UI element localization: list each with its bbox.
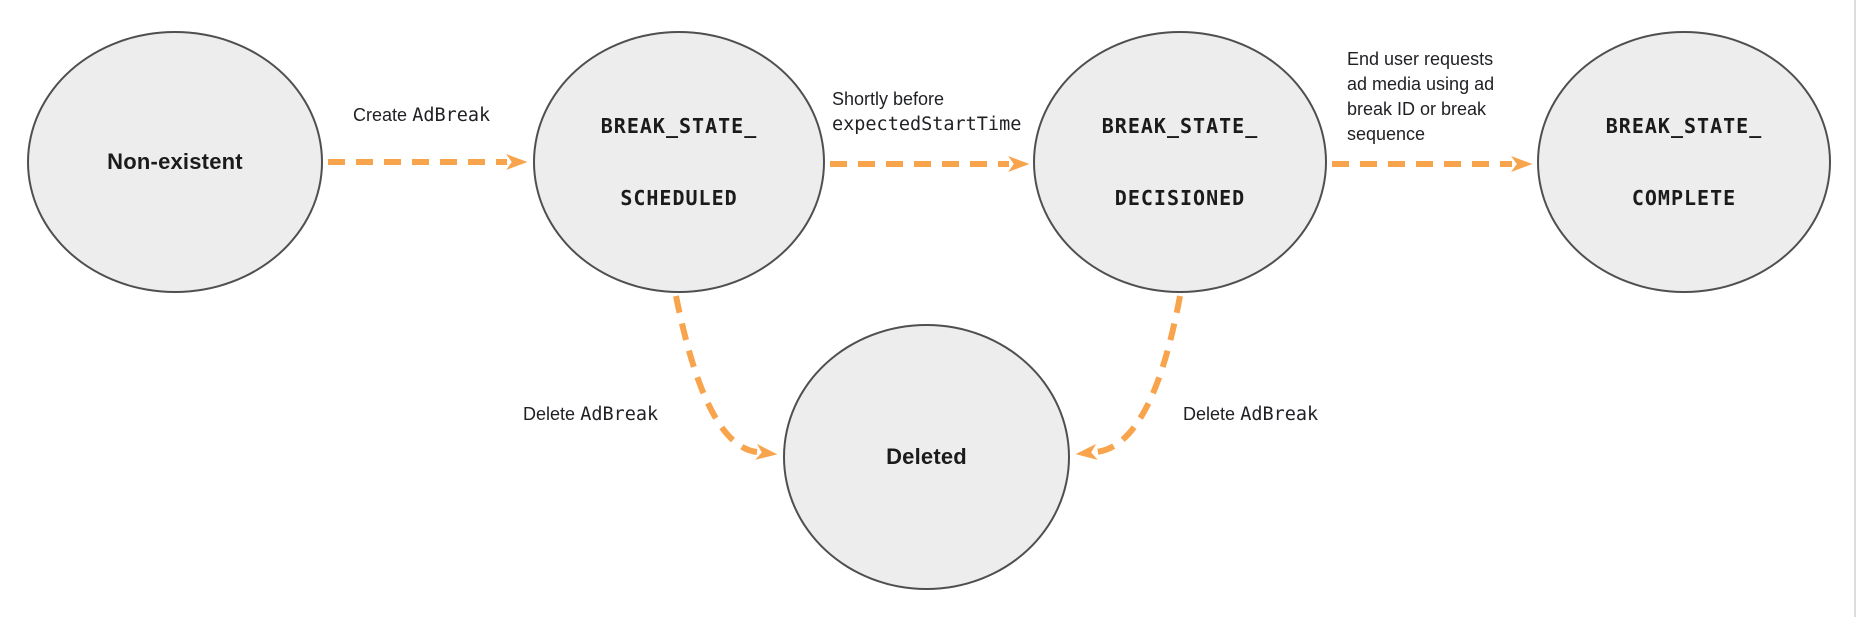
state-label-deleted: Deleted: [886, 444, 967, 469]
state-node-deleted: Deleted: [783, 324, 1070, 590]
state-label-non-existent: Non-existent: [107, 149, 243, 174]
arrow-scheduled-to-deleted: [673, 295, 778, 460]
state-node-break-state-decisioned: BREAK_STATE_ DECISIONED: [1033, 31, 1327, 293]
arrow-decisioned-to-deleted: [1075, 295, 1183, 460]
edge-label-shortly-before-expectedstarttime: Shortly before expectedStartTime: [832, 89, 1022, 135]
page-edge-divider: [1854, 0, 1856, 617]
state-label-break-state-scheduled: BREAK_STATE_ SCHEDULED: [600, 114, 758, 210]
state-label-break-state-decisioned: BREAK_STATE_ DECISIONED: [1101, 114, 1259, 210]
edge-label-end-user-requests: End user requests ad media using ad brea…: [1347, 49, 1495, 144]
state-node-non-existent: Non-existent: [27, 31, 323, 293]
state-node-break-state-complete: BREAK_STATE_ COMPLETE: [1537, 31, 1831, 293]
state-node-break-state-scheduled: BREAK_STATE_ SCHEDULED: [533, 31, 825, 293]
state-label-break-state-complete: BREAK_STATE_ COMPLETE: [1605, 114, 1763, 210]
